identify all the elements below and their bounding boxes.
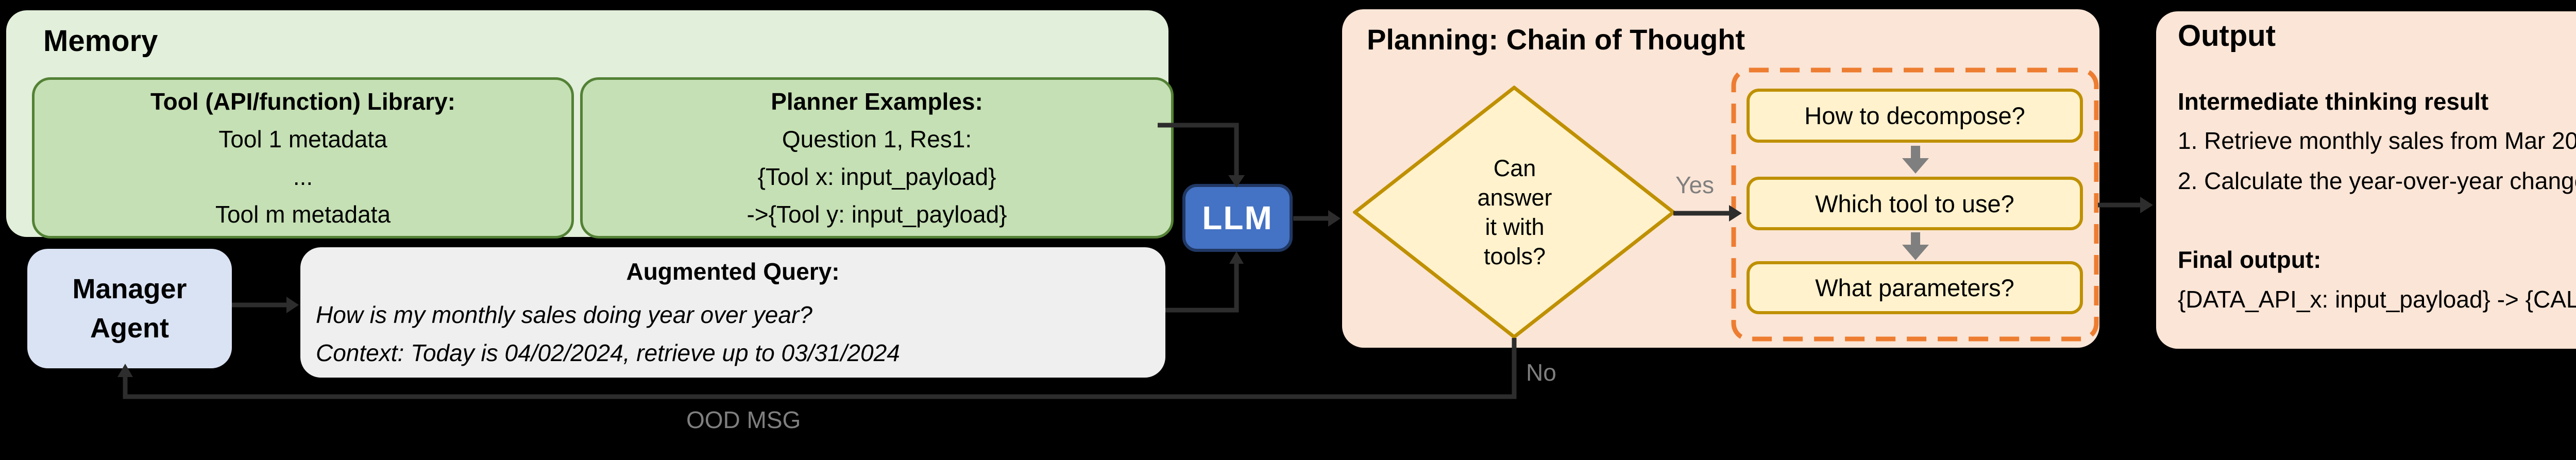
decision-line: Can [1493, 155, 1536, 181]
arrowhead-up [1229, 251, 1244, 264]
manager-agent-label-line: Agent [90, 313, 169, 344]
down-arrow-icon [1902, 232, 1929, 260]
planner-examples-line: ->{Tool y: input_payload} [747, 200, 1007, 228]
cot-dashed-group-border [1731, 67, 2099, 342]
tool-library-ellipsis: ... [293, 163, 313, 190]
decision-line: tools? [1483, 243, 1546, 269]
llm-node: LLM [1182, 184, 1293, 252]
output-panel: Output Intermediate thinking result 1. R… [2156, 11, 2576, 349]
manager-agent-label-line: Manager [72, 274, 187, 304]
decision-line: answer [1477, 184, 1552, 211]
augmented-query-box: Augmented Query: How is my monthly sales… [300, 247, 1165, 378]
memory-panel: Memory Tool (API/function) Library: Tool… [6, 10, 1174, 238]
arrowhead-right [286, 297, 299, 313]
ood-msg-edge-label: OOD MSG [686, 406, 801, 433]
decision-diamond-text: Can answer it with tools? [1412, 154, 1618, 271]
down-arrow-icon [1902, 146, 1929, 174]
augmented-query-title: Augmented Query: [626, 258, 840, 285]
tool-library-box: Tool (API/function) Library: Tool 1 meta… [32, 77, 574, 238]
step-how-to-decompose: How to decompose? [1747, 89, 2083, 143]
augmented-query-question: How is my monthly sales doing year over … [316, 301, 812, 328]
output-final-title: Final output: [2178, 246, 2321, 273]
arrowhead-right [1328, 210, 1341, 227]
output-step-2: 2. Calculate the year-over-year change i… [2178, 167, 2576, 194]
step-what-parameters: What parameters? [1747, 261, 2083, 314]
memory-title: Memory [43, 24, 158, 58]
step-which-tool: Which tool to use? [1747, 177, 2083, 230]
output-title: Output [2178, 19, 2276, 53]
augmented-query-context: Context: Today is 04/02/2024, retrieve u… [316, 339, 900, 366]
manager-agent-box: Manager Agent [27, 249, 232, 368]
planner-examples-title: Planner Examples: [771, 88, 983, 115]
decision-diamond-shape [1353, 86, 1675, 339]
output-intermediate-title: Intermediate thinking result [2178, 88, 2489, 115]
output-final-line: {DATA_API_x: input_payload} -> {CALC_y: … [2178, 286, 2576, 313]
tool-library-line: Tool 1 metadata [218, 125, 387, 152]
tool-library-line: Tool m metadata [215, 200, 391, 228]
tool-library-title: Tool (API/function) Library: [150, 88, 455, 115]
planner-examples-box: Planner Examples: Question 1, Res1: {Too… [580, 77, 1174, 238]
arrowhead-right [2140, 197, 2153, 213]
decision-line: it with [1485, 214, 1545, 240]
no-edge-label: No [1526, 359, 1556, 386]
yes-edge-label: Yes [1675, 172, 1715, 198]
planner-examples-line: {Tool x: input_payload} [757, 163, 996, 190]
planning-title: Planning: Chain of Thought [1367, 23, 1745, 56]
planner-examples-line: Question 1, Res1: [782, 125, 972, 152]
output-step-1: 1. Retrieve monthly sales from Mar 2023 … [2178, 127, 2576, 154]
llm-label: LLM [1202, 199, 1273, 236]
